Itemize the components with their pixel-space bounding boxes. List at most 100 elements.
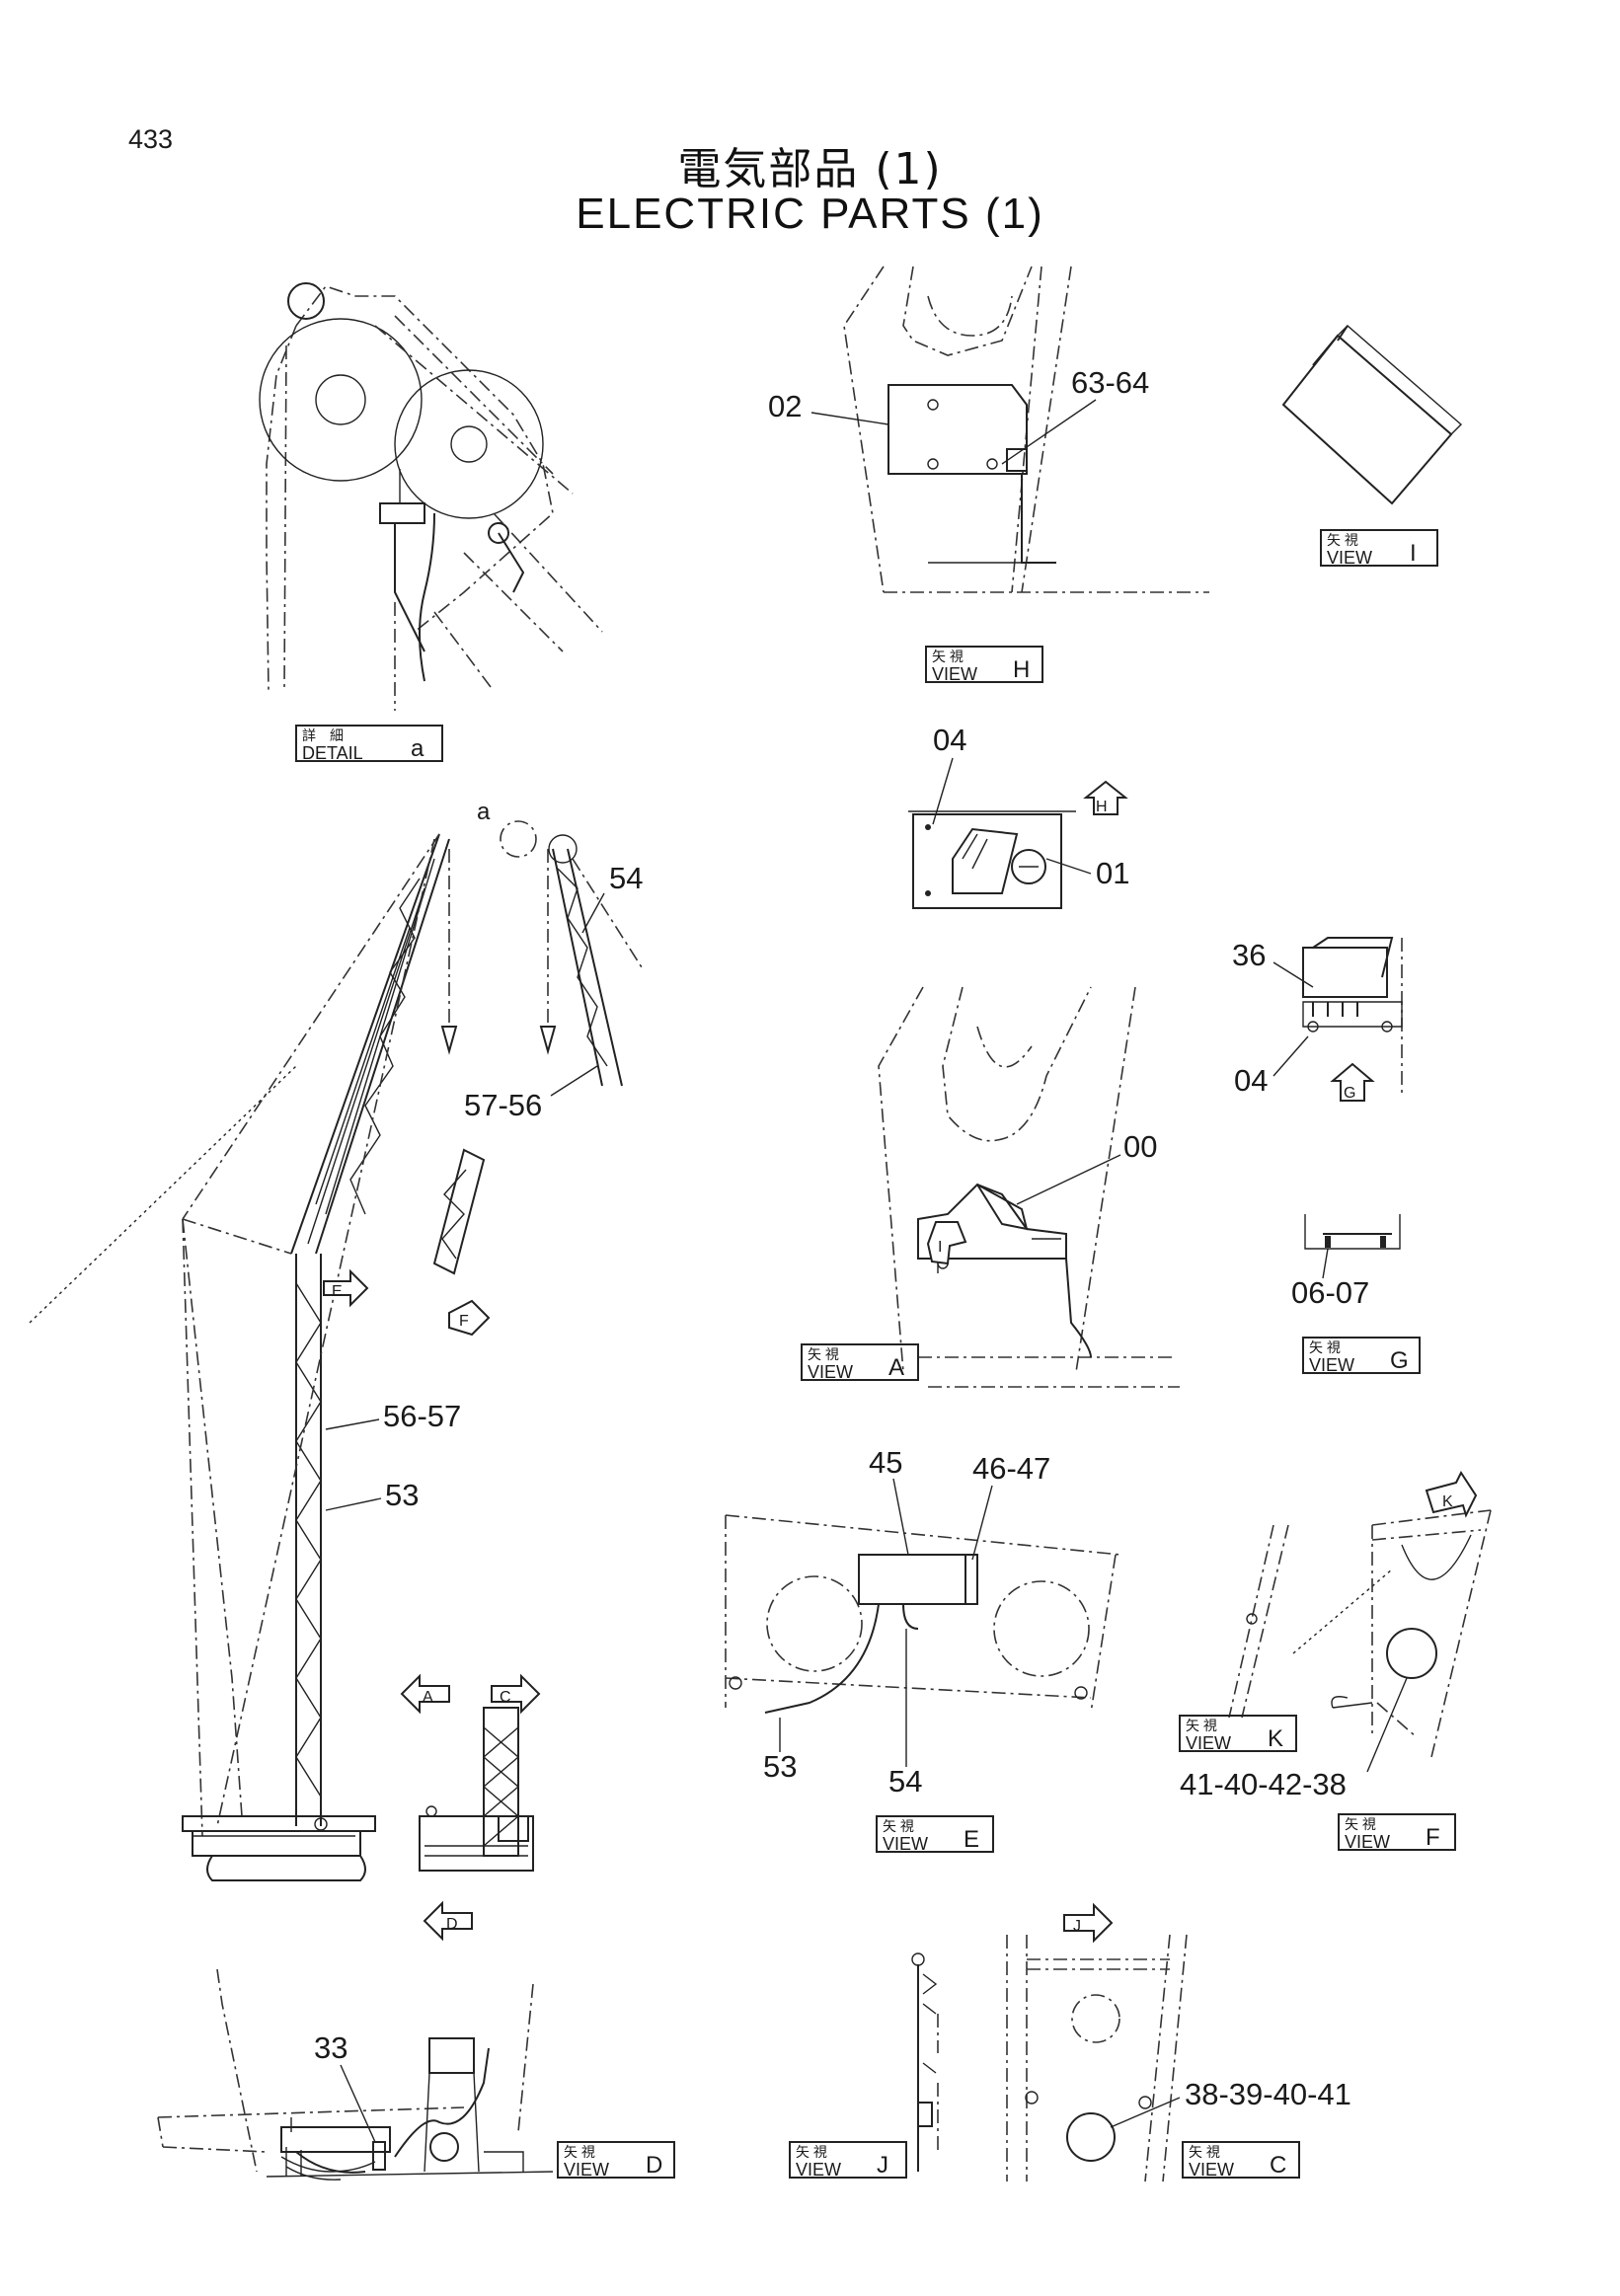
svg-text:E: E xyxy=(332,1283,343,1300)
view-j-label: 矢 視 VIEW J xyxy=(789,2141,907,2180)
page-title-english: ELECTRIC PARTS (1) xyxy=(576,190,1044,238)
svg-text:a: a xyxy=(477,799,491,825)
svg-text:00: 00 xyxy=(1123,1129,1157,1164)
arrow-g: G xyxy=(1330,1062,1375,1102)
svg-text:VIEW: VIEW xyxy=(1189,2160,1234,2180)
callout-02: 02 xyxy=(768,389,889,425)
svg-text:J: J xyxy=(1073,1918,1081,1935)
svg-text:A: A xyxy=(888,1354,904,1381)
label-en: DETAIL xyxy=(302,743,363,763)
svg-text:矢 視: 矢 視 xyxy=(796,2144,827,2160)
arrow-d: D xyxy=(423,1900,473,1942)
callout-53-e: 53 xyxy=(763,1718,797,1784)
svg-text:VIEW: VIEW xyxy=(1345,1832,1390,1852)
arrow-c: C xyxy=(491,1673,541,1715)
callout-45: 45 xyxy=(869,1445,909,1556)
svg-text:矢 視: 矢 視 xyxy=(564,2144,595,2160)
svg-text:38-39-40-41: 38-39-40-41 xyxy=(1185,2077,1351,2111)
svg-text:VIEW: VIEW xyxy=(564,2160,609,2180)
svg-text:矢 視: 矢 視 xyxy=(1327,532,1358,548)
svg-text:E: E xyxy=(964,1826,979,1853)
view-h-label: 矢 視 VIEW H xyxy=(925,646,1043,684)
callout-33: 33 xyxy=(314,2030,376,2143)
crane-detail-marker: a xyxy=(477,799,491,825)
view-g-label: 矢 視 VIEW G xyxy=(1302,1337,1421,1375)
svg-text:54: 54 xyxy=(888,1764,922,1799)
label-letter: a xyxy=(411,735,424,762)
callout-01: 01 xyxy=(1045,856,1129,890)
view-j-drawing xyxy=(911,1952,939,2172)
svg-text:矢 視: 矢 視 xyxy=(1309,1339,1341,1355)
svg-text:56-57: 56-57 xyxy=(383,1399,461,1433)
svg-text:F: F xyxy=(1426,1824,1440,1851)
view-h-drawing xyxy=(843,266,1209,593)
svg-text:G: G xyxy=(1344,1085,1355,1102)
view-g-drawing xyxy=(1304,1214,1401,1250)
view-a-drawing xyxy=(878,986,1180,1388)
callout-53: 53 xyxy=(325,1478,419,1512)
svg-text:矢 視: 矢 視 xyxy=(808,1346,839,1362)
svg-text:36: 36 xyxy=(1232,938,1266,972)
svg-text:F: F xyxy=(459,1313,469,1330)
svg-text:04: 04 xyxy=(1234,1063,1268,1098)
svg-text:矢 視: 矢 視 xyxy=(932,649,964,664)
callout-36: 36 xyxy=(1232,938,1314,988)
arrow-i: I xyxy=(926,1221,967,1265)
label-jp: 詳 細 xyxy=(302,727,344,743)
view-d-label: 矢 視 VIEW D xyxy=(557,2141,675,2180)
svg-text:VIEW: VIEW xyxy=(883,1834,928,1854)
svg-text:VIEW: VIEW xyxy=(796,2160,841,2180)
callout-54: 54 xyxy=(581,861,643,934)
callout-41-40-42-38: 41-40-42-38 xyxy=(1180,1677,1408,1801)
svg-text:01: 01 xyxy=(1096,856,1129,890)
arrow-h: H xyxy=(1083,780,1128,815)
view-e-drawing xyxy=(725,1514,1121,1714)
callout-38-39-40-41: 38-39-40-41 xyxy=(1110,2077,1351,2128)
svg-text:A: A xyxy=(423,1689,433,1706)
svg-text:53: 53 xyxy=(385,1478,419,1512)
callout-06-07: 06-07 xyxy=(1291,1248,1369,1310)
svg-text:I: I xyxy=(1410,540,1417,567)
svg-text:矢 視: 矢 視 xyxy=(1345,1816,1376,1832)
view-i-label: 矢 視 VIEW I xyxy=(1320,529,1438,568)
svg-text:41-40-42-38: 41-40-42-38 xyxy=(1180,1767,1347,1801)
arrow-a: A xyxy=(400,1673,450,1715)
svg-text:VIEW: VIEW xyxy=(1186,1733,1231,1753)
svg-text:I: I xyxy=(938,1239,942,1256)
arrow-j: J xyxy=(1063,1902,1114,1944)
page-title-japanese: 電気部品 (1) xyxy=(677,144,943,194)
svg-text:02: 02 xyxy=(768,389,802,423)
svg-text:D: D xyxy=(646,2152,662,2179)
view-k-drawing xyxy=(1228,1524,1393,1719)
svg-text:C: C xyxy=(1270,2152,1286,2179)
callout-00: 00 xyxy=(1016,1129,1157,1205)
arrow-k: K xyxy=(1425,1470,1478,1518)
svg-text:G: G xyxy=(1390,1347,1409,1374)
view-a-label: 矢 視 VIEW A xyxy=(801,1343,919,1382)
arrow-f: F xyxy=(448,1299,491,1337)
view-k-label: 矢 視 VIEW K xyxy=(1179,1715,1297,1753)
svg-text:54: 54 xyxy=(609,861,643,895)
page-number: 433 xyxy=(128,124,174,154)
arrow-e: E xyxy=(323,1268,369,1308)
callout-57-56: 57-56 xyxy=(464,1065,598,1122)
callout-04: 04 xyxy=(932,723,966,825)
svg-text:VIEW: VIEW xyxy=(1309,1355,1354,1375)
svg-text:K: K xyxy=(1268,1725,1283,1752)
svg-text:57-56: 57-56 xyxy=(464,1088,542,1122)
svg-text:46-47: 46-47 xyxy=(972,1451,1050,1486)
callout-56-57: 56-57 xyxy=(325,1399,461,1433)
detail-a-drawing xyxy=(259,282,603,711)
detail-a-label: 詳 細 DETAIL a xyxy=(295,725,443,763)
view-e-label: 矢 視 VIEW E xyxy=(876,1815,994,1854)
svg-text:D: D xyxy=(446,1916,458,1933)
svg-text:J: J xyxy=(877,2152,888,2179)
view-c-label: 矢 視 VIEW C xyxy=(1182,2141,1300,2180)
svg-text:63-64: 63-64 xyxy=(1071,365,1149,400)
svg-text:K: K xyxy=(1442,1493,1453,1510)
crane-drawing xyxy=(29,820,643,1881)
svg-text:53: 53 xyxy=(763,1749,797,1784)
view-f-label: 矢 視 VIEW F xyxy=(1338,1813,1456,1852)
svg-text:04: 04 xyxy=(933,723,966,757)
